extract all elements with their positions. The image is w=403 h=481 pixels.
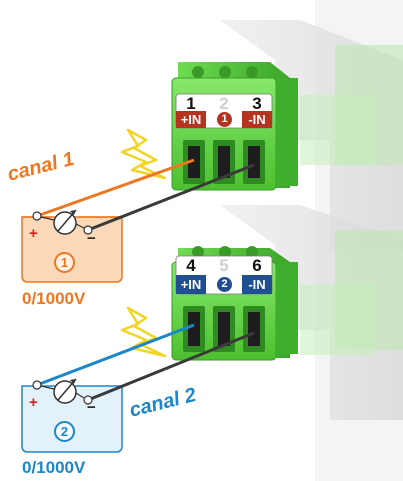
pin-6-code: -IN xyxy=(248,277,266,292)
channel-1-number: 1 xyxy=(54,252,75,273)
pin-3-code: -IN xyxy=(248,112,266,127)
channel-1-source xyxy=(21,216,123,283)
voltmeter-icon xyxy=(32,378,93,405)
pin-2-code: 1 xyxy=(217,112,232,127)
pin-4-number: 4 xyxy=(186,256,196,275)
channel-1-plus: + xyxy=(29,225,38,242)
channel-2-source xyxy=(21,385,123,453)
pin-1-code: +IN xyxy=(180,112,202,127)
module-housing xyxy=(220,0,403,481)
wire-minus-1 xyxy=(87,163,255,232)
pin-5-code: 2 xyxy=(217,277,232,292)
pin-6-number: 6 xyxy=(252,256,262,275)
wire-plus-1 xyxy=(36,158,195,218)
pin-4-code: +IN xyxy=(180,277,202,292)
lightning-icon xyxy=(120,306,167,358)
channel-1-minus: − xyxy=(87,230,96,247)
channel-2-range: 0/1000V xyxy=(22,458,86,477)
channel-2-plus: + xyxy=(29,394,38,411)
lightning-icon xyxy=(120,128,167,180)
pin-3-number: 3 xyxy=(252,94,262,113)
channel-2-minus: − xyxy=(87,399,96,416)
wire-plus-2 xyxy=(36,323,195,387)
pin-5-number: 5 xyxy=(219,256,229,275)
pin-2-number: 2 xyxy=(219,94,229,113)
channel-2-number: 2 xyxy=(54,421,75,442)
voltmeter-icon xyxy=(32,209,93,235)
wire-minus-2 xyxy=(87,331,255,402)
channel-1-range: 0/1000V xyxy=(22,289,86,308)
pin-1-number: 1 xyxy=(186,94,196,113)
terminal-block-2 xyxy=(171,246,298,361)
screw-terminal-icon xyxy=(183,306,265,352)
terminal-block-1 xyxy=(171,62,298,191)
